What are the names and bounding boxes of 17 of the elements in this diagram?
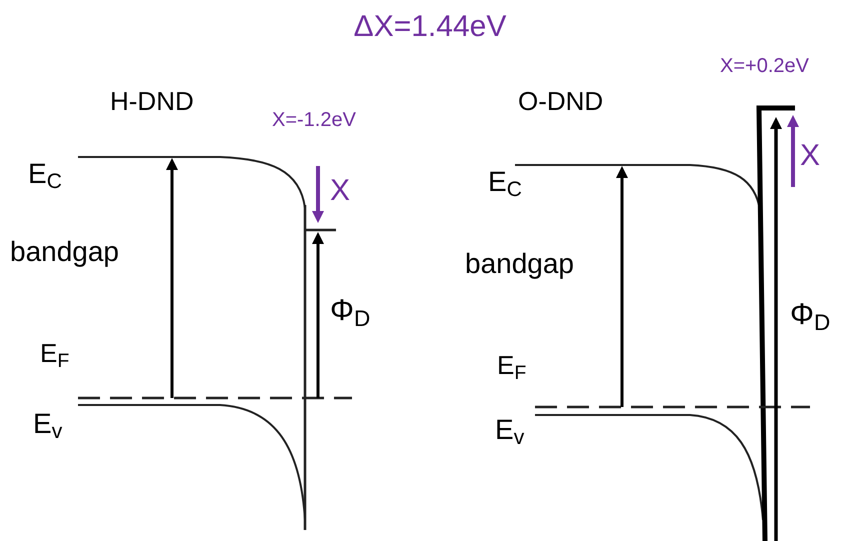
symbol-label: X <box>330 176 350 206</box>
value-label: X=+0.2eV <box>720 56 809 76</box>
axis-text: bandgap <box>465 250 574 278</box>
energy-level-label: E$_{v}$ <box>33 410 62 438</box>
energy-level-label: E$_{v}$ <box>495 416 524 444</box>
axis-text: bandgap <box>10 238 120 266</box>
panel-heading: O-DND <box>518 88 604 114</box>
energy-level-label: E$_{C}$ <box>488 168 522 196</box>
symbol-label: Φ$_{D}$ <box>790 300 830 330</box>
symbol-label: Φ$_{D}$ <box>330 296 370 326</box>
energy-level-label: E$_{F}$ <box>40 340 70 366</box>
energy-level-label: E$_{C}$ <box>28 160 62 188</box>
energy-level-label: E$_{F}$ <box>497 352 526 378</box>
panel-heading: H-DND <box>110 88 194 114</box>
diagram-title: ΔX=1.44eV <box>352 12 508 42</box>
value-label: X=-1.2eV <box>272 110 356 130</box>
symbol-label: X <box>800 141 820 171</box>
